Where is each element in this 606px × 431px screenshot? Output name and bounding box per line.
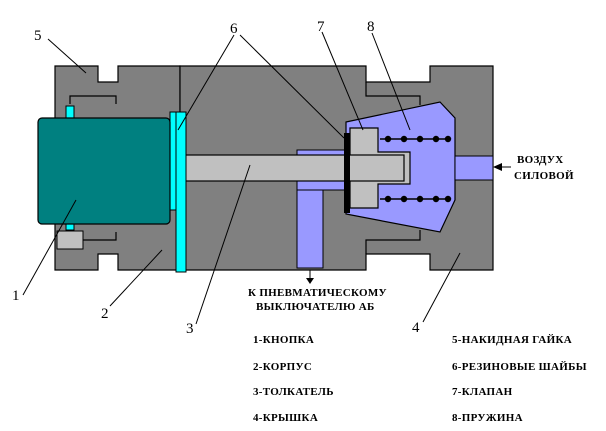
legend-item-cover: 4-КРЫШКА — [253, 412, 318, 424]
rubber-washer-right — [344, 133, 350, 213]
legend-item-spring: 8-ПРУЖИНА — [452, 412, 523, 424]
thread-upper-left — [69, 95, 117, 104]
spring-coil-dot — [400, 135, 408, 143]
spring-coil-dot — [384, 135, 392, 143]
leader-lines — [22, 31, 511, 325]
legend: 1-КНОПКА 2-КОРПУС 3-ТОЛКАТЕЛЬ 4-КРЫШКА 5… — [253, 334, 587, 424]
callout-5: 5 — [34, 28, 42, 44]
air-inlet-arrow — [493, 163, 502, 171]
spring-coils — [384, 135, 452, 203]
air-label-line2: СИЛОВОЙ — [514, 170, 574, 182]
callout-2: 2 — [101, 306, 109, 322]
air-inlet-channel — [454, 155, 494, 181]
legend-item-washers: 6-РЕЗИНОВЫЕ ШАЙБЫ — [452, 361, 587, 373]
outlet-label-line2: ВЫКЛЮЧАТЕЛЮ АБ — [256, 301, 375, 313]
legend-item-pusher: 3-ТОЛКАТЕЛЬ — [253, 386, 334, 398]
legend-item-button: 1-КНОПКА — [253, 334, 314, 346]
button-small-block — [56, 230, 84, 250]
outlet-arrow-head — [306, 278, 314, 284]
thread-lower-right — [365, 230, 421, 254]
spring-coil-dot — [432, 195, 440, 203]
legend-item-housing: 2-КОРПУС — [253, 361, 312, 373]
spring-coil-dot — [400, 195, 408, 203]
outlet-label-line1: К ПНЕВМАТИЧЕСКОМУ — [248, 287, 387, 299]
callout-3: 3 — [186, 321, 194, 337]
spring-coil-dot — [444, 195, 452, 203]
thread-upper-right — [365, 82, 421, 105]
spring-coil-dot — [432, 135, 440, 143]
spring-coil-dot — [416, 195, 424, 203]
spring-coil-dot — [384, 195, 392, 203]
rubber-washer-strip — [175, 111, 187, 273]
rubber-washer-left — [169, 111, 177, 211]
outlet-channel-vertical — [296, 189, 324, 269]
air-label-line1: ВОЗДУХ — [517, 154, 564, 166]
spring-coil-dot — [444, 135, 452, 143]
callout-4: 4 — [412, 320, 420, 336]
callout-7: 7 — [317, 19, 325, 35]
button-cyan-rim-top — [65, 105, 75, 119]
pusher-rod — [173, 154, 405, 182]
callout-8: 8 — [367, 19, 375, 35]
callout-6: 6 — [230, 21, 238, 37]
legend-item-cap-nut: 5-НАКИДНАЯ ГАЙКА — [452, 334, 572, 346]
spring-coil-dot — [416, 135, 424, 143]
callout-1: 1 — [12, 288, 20, 304]
legend-item-valve: 7-КЛАПАН — [452, 386, 513, 398]
button-body — [37, 117, 171, 225]
